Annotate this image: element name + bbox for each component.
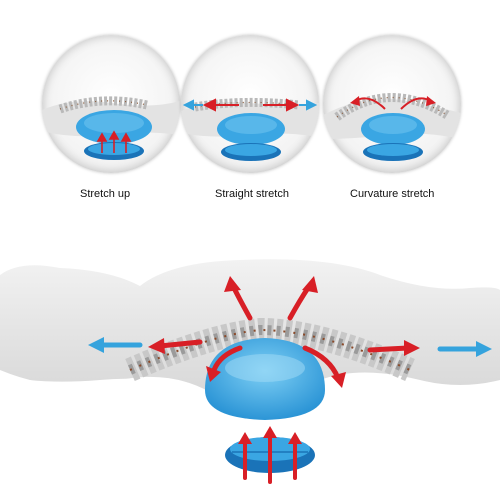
red-arrow-icon bbox=[350, 96, 436, 110]
straight-stretch-panel bbox=[181, 35, 319, 173]
curvature-stretch-panel bbox=[323, 35, 461, 173]
red-arrow-icon bbox=[238, 426, 302, 484]
blue-arrow-icon bbox=[88, 337, 492, 357]
stretch-up-illustration bbox=[42, 96, 180, 160]
straight-stretch-label: Straight stretch bbox=[215, 188, 289, 200]
straight-stretch-illustration bbox=[181, 97, 319, 161]
blue-arrow-icon bbox=[182, 99, 318, 111]
red-arrow-icon bbox=[202, 98, 300, 112]
spine-icon bbox=[125, 317, 415, 381]
massage-device-icon bbox=[217, 113, 285, 161]
curvature-stretch-label: Curvature stretch bbox=[350, 188, 435, 200]
massage-device-icon bbox=[361, 113, 425, 161]
curvature-stretch-illustration bbox=[323, 93, 461, 161]
red-arrow-icon bbox=[96, 130, 132, 153]
stretch-up-panel bbox=[42, 35, 180, 173]
main-stretch-illustration bbox=[0, 259, 500, 500]
red-arrow-icon bbox=[148, 276, 420, 388]
spine-icon bbox=[334, 93, 450, 121]
stretch-up-label: Stretch up bbox=[80, 188, 131, 200]
